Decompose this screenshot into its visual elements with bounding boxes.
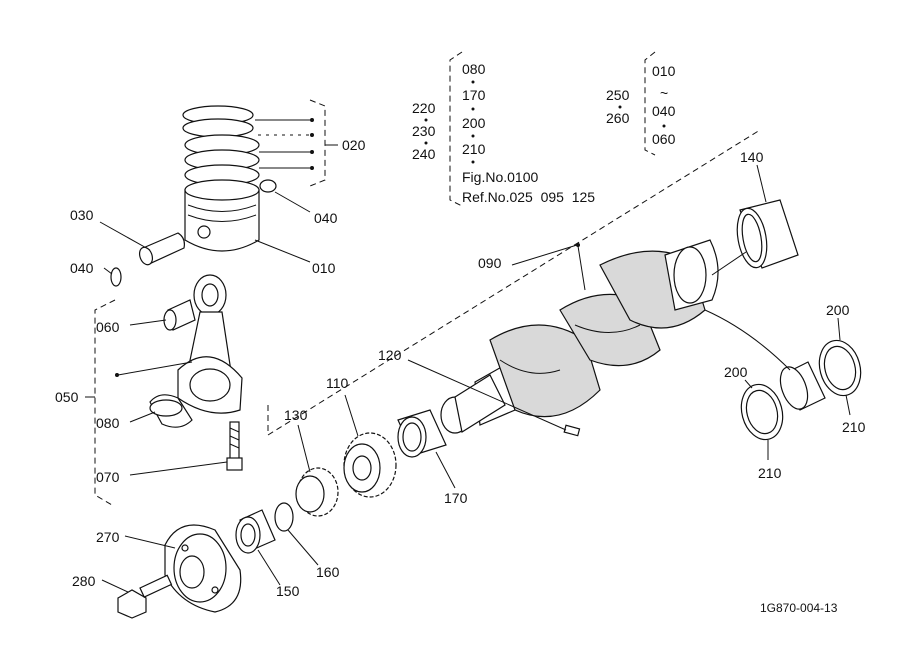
callout-050: 050 [55, 389, 79, 405]
crank-key [407, 359, 581, 437]
legend-ref-nos: Ref.No.025 095 125 [462, 189, 595, 205]
piston-pin [99, 221, 185, 266]
bearing-case [124, 524, 242, 613]
callout-270: 270 [96, 529, 120, 545]
callout-200-right: 200 [826, 302, 850, 318]
callout-070: 070 [96, 469, 120, 485]
snap-ring-left [103, 267, 122, 287]
legend-220: 220 [412, 100, 436, 116]
legend-group-right-left: 250 260 [606, 87, 630, 126]
callout-080: 080 [96, 415, 120, 431]
callout-030: 030 [70, 207, 94, 223]
callout-020: 020 [342, 137, 366, 153]
callout-280: 280 [72, 573, 96, 589]
big-end-bearing [129, 394, 193, 428]
legend-040: 040 [652, 103, 676, 119]
thrust-washer-inner [740, 379, 784, 460]
callout-200-left: 200 [724, 364, 748, 380]
legend-fig-ref: Fig.No.0100 [462, 169, 538, 185]
legend-260: 260 [606, 110, 630, 126]
legend-080: 080 [462, 61, 486, 77]
legend-group-left: 220 230 240 [412, 100, 436, 162]
callout-210-right: 210 [842, 419, 866, 435]
crankshaft-sleeve [397, 409, 456, 489]
legend-230: 230 [412, 123, 436, 139]
callout-120: 120 [378, 347, 402, 363]
thrust-washer-outer [818, 317, 862, 416]
piston [184, 179, 260, 252]
snap-ring-right [259, 179, 311, 213]
callout-010: 010 [312, 260, 336, 276]
drawing-id: 1G870-004-13 [760, 601, 838, 615]
oil-pump-gear [295, 424, 339, 517]
legend-200: 200 [462, 115, 486, 131]
legend-060: 060 [652, 131, 676, 147]
callout-140: 140 [740, 149, 764, 165]
thrust-bearing [704, 309, 826, 411]
callout-150: 150 [276, 583, 300, 599]
ring-leaders [255, 99, 338, 187]
callout-160: 160 [316, 564, 340, 580]
legend-170: 170 [462, 87, 486, 103]
small-end-bushing [129, 299, 196, 331]
piston-rings [182, 105, 260, 186]
legend-group-right: 010 ~ 040 060 [652, 63, 676, 147]
callout-110: 110 [326, 375, 349, 391]
crank-gear [343, 394, 397, 498]
legend-group-middle: 080 170 200 210 Fig.No.0100 Ref.No.025 0… [462, 61, 595, 205]
case-bolt [101, 574, 173, 619]
callout-170: 170 [444, 490, 468, 506]
legend-210: 210 [462, 141, 486, 157]
crankshaft [440, 239, 719, 434]
o-ring [274, 502, 319, 566]
legend-010: 010 [652, 63, 676, 79]
callout-040-right: 040 [314, 210, 338, 226]
front-bearing [235, 509, 281, 586]
callout-210-left: 210 [758, 465, 782, 481]
callout-060: 060 [96, 319, 120, 335]
crankshaft-bushing [711, 164, 799, 276]
callout-040-left: 040 [70, 260, 94, 276]
legend-250: 250 [606, 87, 630, 103]
legend-tilde: ~ [660, 85, 668, 101]
legend-240: 240 [412, 146, 436, 162]
callout-130: 130 [284, 407, 308, 423]
connecting-rod [177, 274, 243, 414]
callout-090: 090 [478, 255, 502, 271]
rod-bolt [129, 421, 243, 476]
